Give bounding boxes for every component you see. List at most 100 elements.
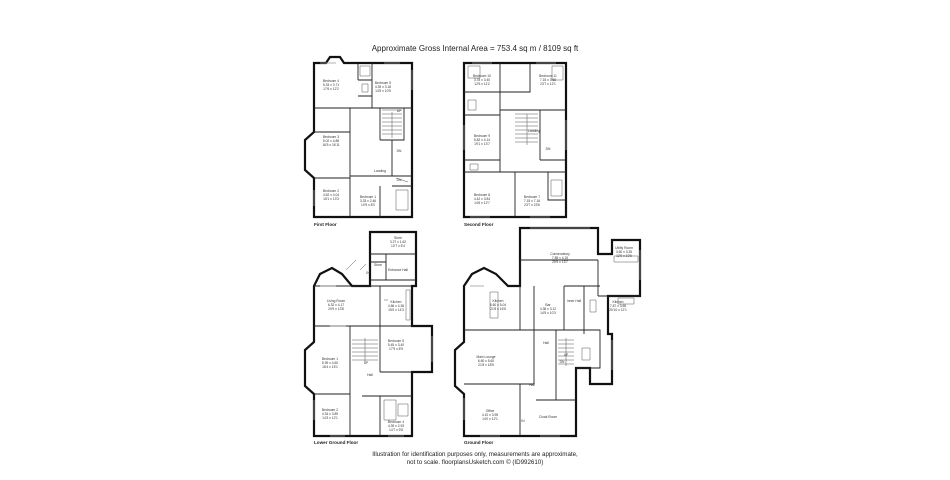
room-name: Bedroom 2 [322, 408, 338, 412]
room-dimensions-imperial: 12'5 x 11'2 [474, 82, 490, 86]
room-name: Conservatory [550, 252, 570, 256]
room-name: Bedroom 5 [375, 81, 391, 85]
room-dimensions: 5.45 x 3.40 [388, 343, 404, 347]
room-name: Store [374, 263, 382, 267]
disclaimer-line-2: not to scale. floorplansUsketch.com © (I… [406, 459, 544, 466]
room-name: Bedroom 1 [360, 195, 376, 199]
stair-direction-mark: UP [397, 109, 402, 113]
room-name: Landing [374, 169, 386, 173]
room-dimensions-imperial: 10'9 x 8'0 [361, 203, 375, 207]
room-dimensions: 4.38 x 3.12 [540, 307, 556, 311]
room-dimensions: 5.82 x 4.14 [474, 138, 490, 142]
room-dimensions-imperial: 20'9 x 13'8 [328, 307, 344, 311]
room-name: Bedroom 3 [323, 135, 339, 139]
room-dimensions: 4.42 x 3.84 [474, 197, 490, 201]
room-dimensions-imperial: 14'6 x 12'7 [474, 201, 490, 205]
room-name: Bedroom 2 [323, 189, 339, 193]
room-dimensions-imperial: 10'7 x 5'4 [391, 244, 405, 248]
room-dimensions-imperial: 21'8 x 18'5 [478, 363, 494, 367]
room-name: Bedroom 7 [524, 195, 540, 199]
room-dimensions: 7.15 x 7.16 [524, 199, 540, 203]
room-dimensions: 4.62 x 4.04 [323, 193, 339, 197]
room-dimensions-imperial: 14'5 x 10'5 [375, 89, 391, 93]
room-dimensions: 4.56 x 4.36 [388, 304, 404, 308]
ground-floor-plan [453, 226, 642, 438]
room-dimensions-imperial: 17'9 x 8'9 [389, 347, 403, 351]
room-dimensions-imperial: 25'10 x 12'1 [609, 308, 627, 312]
room-name: Bedroom 10 [473, 74, 491, 78]
room-name: Landing [528, 129, 540, 133]
lower-ground-floor-label: Lower Ground Floor [314, 440, 359, 445]
room-dimensions-imperial: 25'9 x 13'7 [552, 260, 568, 264]
room-dimensions-imperial: 15'1 x 13'3 [323, 197, 339, 201]
room-dimensions-imperial: 21'8 x 16'5 [490, 307, 506, 311]
second-floor-plan [462, 61, 568, 219]
room-name: Main Lounge [476, 355, 495, 359]
room-name: Bedroom 9 [474, 134, 490, 138]
room-name: Office [486, 409, 495, 413]
room-dimensions-imperial: 16'4 x 15'1 [322, 365, 338, 369]
first-floor-label: First Floor [314, 222, 337, 227]
room-name: Kitchen [493, 299, 504, 303]
first-floor-plan [303, 55, 414, 219]
room-dimensions: 4.34 x 3.89 [322, 412, 338, 416]
room-name: Entrance Hall [388, 268, 408, 272]
room-dimensions: 4.10 x 3.95 [482, 413, 498, 417]
lower-ground-floor-plan [303, 230, 434, 438]
room-name: Cloak Room [539, 415, 557, 419]
room-dimensions: 7.85 x 4.15 [552, 256, 568, 260]
room-name: Bedroom 11 [539, 74, 557, 78]
room-name: Bedroom 5 [388, 339, 404, 343]
stair-direction-mark: DN [560, 360, 565, 364]
room-dimensions: 6.32 x 4.17 [328, 303, 344, 307]
room-dimensions-imperial: 17'6 x 12'2 [323, 87, 339, 91]
room-dimensions: 3.27 x 1.62 [390, 240, 406, 244]
room-name: Inner Hall [567, 299, 581, 303]
second-floor-label: Second Floor [464, 222, 494, 227]
room-dimensions: 3.78 x 3.40 [474, 78, 490, 82]
stair-direction-mark: DN [397, 178, 402, 182]
stair-direction-mark: DN [397, 149, 402, 153]
stair-direction-mark: IN [521, 419, 525, 423]
stair-direction-mark: IN [366, 271, 370, 275]
room-name: Bedroom 1 [322, 357, 338, 361]
room-dimensions: 3.60 x 3.35 [616, 250, 632, 254]
room-dimensions: 4.39 x 2.93 [388, 424, 404, 428]
room-dimensions: 4.39 x 3.18 [375, 85, 391, 89]
ground-floor-label: Ground Floor [464, 440, 494, 445]
room-dimensions-imperial: 23'7 x 12'1 [540, 82, 556, 86]
disclaimer-line-1: Illustration for identification purposes… [372, 451, 578, 458]
room-name: Kitchen [613, 300, 624, 304]
stair-direction-mark: UP [564, 353, 569, 357]
room-dimensions: 3.33 x 2.46 [360, 199, 376, 203]
room-name: Bar [545, 303, 551, 307]
room-dimensions-imperial: 15'0 x 14'3 [388, 308, 404, 312]
room-name: Kitchen [391, 300, 402, 304]
stair-direction-mark: DN [546, 147, 551, 151]
room-dimensions-imperial: 14'3 x 12'1 [322, 416, 338, 420]
room-dimensions-imperial: 23'7 x 23'6 [524, 203, 540, 207]
room-name: Hall [543, 341, 549, 345]
room-name: Living Room [327, 299, 346, 303]
room-dimensions: 5.02 x 4.88 [323, 139, 339, 143]
room-name: Bedroom 4 [323, 79, 339, 83]
room-name: Bedroom 8 [474, 193, 490, 197]
room-name: Hall [529, 383, 535, 387]
room-name: Store [394, 236, 402, 240]
room-dimensions-imperial: 14'7 x 9'8 [389, 428, 403, 432]
room-dimensions: 6.60 x 5.60 [478, 359, 494, 363]
room-name: Hall [367, 373, 373, 377]
room-dimensions: 7.87 x 3.68 [610, 304, 626, 308]
room-dimensions: 6.60 x 5.04 [490, 303, 506, 307]
gross-area-title: Approximate Gross Internal Area = 753.4 … [371, 44, 579, 53]
room-dimensions-imperial: 14'5 x 10'3 [540, 311, 556, 315]
room-dimensions-imperial: 19'1 x 13'7 [474, 142, 490, 146]
room-dimensions: 5.33 x 3.71 [323, 83, 339, 87]
room-dimensions: 7.15 x 3.66 [540, 78, 556, 82]
room-name: Utility Room [615, 246, 633, 250]
stair-direction-mark: UP [364, 361, 369, 365]
room-dimensions-imperial: 14'0 x 12'1 [482, 417, 498, 421]
